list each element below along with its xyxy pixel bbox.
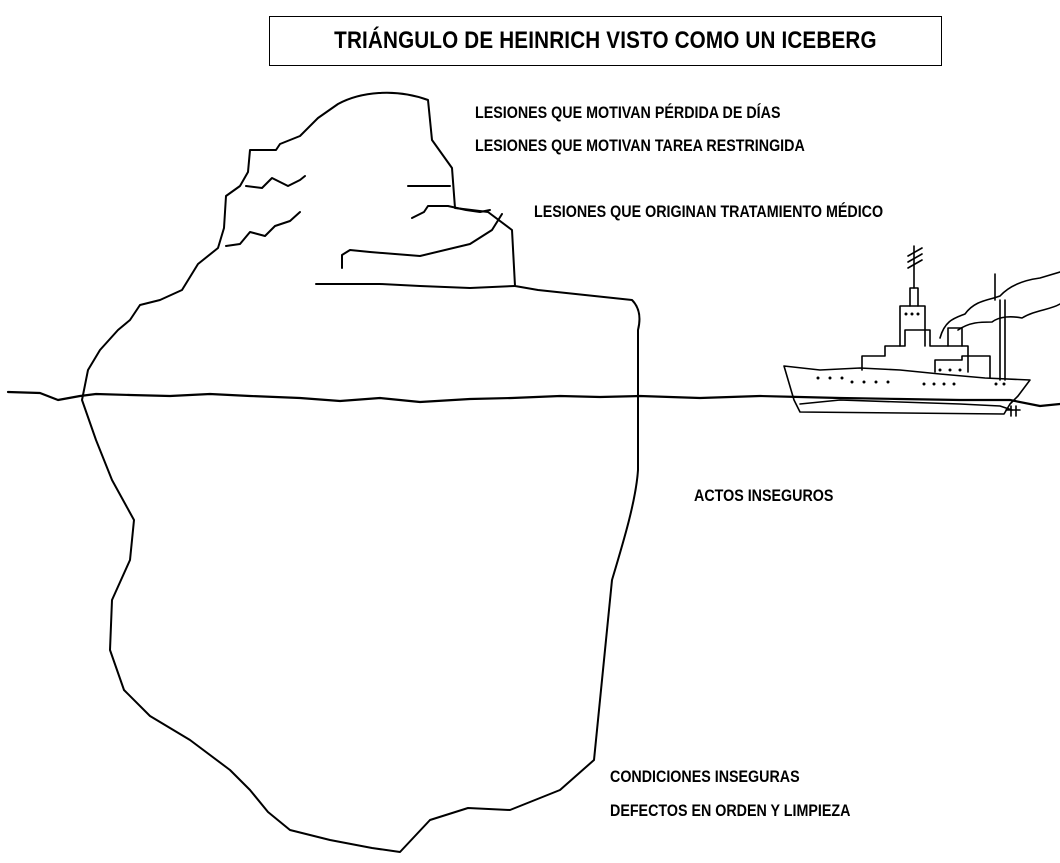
label-order-defects: DEFECTOS EN ORDEN Y LIMPIEZA: [610, 801, 851, 820]
label-unsafe-acts: ACTOS INSEGUROS: [694, 486, 834, 505]
ship-icon: [783, 245, 1060, 417]
page-title: TRIÁNGULO DE HEINRICH VISTO COMO UN ICEB…: [334, 27, 877, 54]
label-lost-days: LESIONES QUE MOTIVAN PÉRDIDA DE DÍAS: [475, 103, 781, 122]
label-restricted: LESIONES QUE MOTIVAN TAREA RESTRINGIDA: [475, 136, 805, 155]
label-unsafe-conditions: CONDICIONES INSEGURAS: [610, 767, 800, 786]
title-box: TRIÁNGULO DE HEINRICH VISTO COMO UN ICEB…: [269, 16, 942, 66]
label-medical: LESIONES QUE ORIGINAN TRATAMIENTO MÉDICO: [534, 202, 884, 221]
iceberg-ledge-3: [341, 213, 503, 269]
iceberg-ledge-2b: [411, 205, 491, 219]
iceberg-ledge-4: [315, 283, 516, 289]
sea-line: [6, 390, 1060, 408]
iceberg-ledge-1b: [245, 175, 306, 189]
iceberg-ledge-1: [225, 211, 301, 247]
iceberg-outline: [81, 91, 641, 853]
